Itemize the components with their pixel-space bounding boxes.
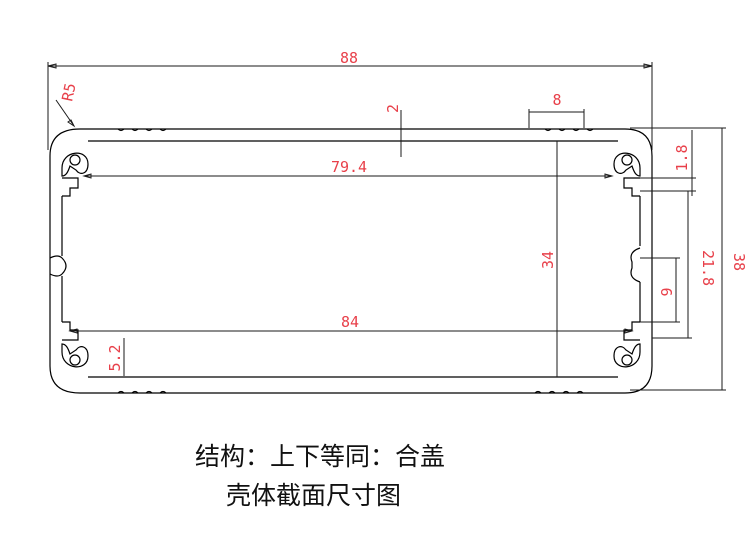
label-corner-radius: R5 xyxy=(58,81,79,102)
label-overall-width: 88 xyxy=(340,49,358,67)
dim-side-slot-span-line xyxy=(640,190,692,339)
top-grooves-left xyxy=(117,128,167,132)
left-lower-screw-boss xyxy=(61,343,89,368)
label-top-gap: 2 xyxy=(384,104,402,113)
dim-radius-leader xyxy=(55,99,75,127)
dim-slot-width-line xyxy=(528,109,585,128)
dim-side-center-span-line xyxy=(640,257,680,323)
bottom-grooves-right xyxy=(534,390,584,394)
left-lower-screw-hole xyxy=(69,354,81,366)
right-upper-screw-hole xyxy=(621,154,633,166)
dim-inner-lower-width-arrows xyxy=(68,328,634,334)
label-side-center-span: 9 xyxy=(658,287,676,296)
dimension-lines xyxy=(47,62,726,391)
left-upper-screw-hole xyxy=(69,154,81,166)
label-wall-thickness: 1.8 xyxy=(673,144,691,171)
outer-contour xyxy=(49,128,653,394)
caption-structure-note: 结构：上下等同：合盖 xyxy=(195,442,446,471)
label-inner-height: 34 xyxy=(539,251,557,269)
right-lower-screw-hole xyxy=(621,354,633,366)
dim-inner-upper-width-arrows xyxy=(82,173,614,179)
bottom-grooves-left xyxy=(117,390,167,394)
left-side-notch xyxy=(49,255,67,277)
label-side-slot-span: 21.8 xyxy=(699,250,717,286)
top-grooves-right xyxy=(544,128,594,132)
right-lower-screw-boss xyxy=(613,343,641,368)
dim-overall-width-arrows xyxy=(47,63,653,69)
dim-overall-height-line xyxy=(630,127,726,391)
left-upper-screw-boss xyxy=(61,152,89,177)
label-inner-lower-width: 84 xyxy=(341,313,359,331)
dimension-labels: 88 R5 2 8 1.8 79.4 34 21.8 38 9 84 5.2 xyxy=(58,49,748,372)
profile-outline xyxy=(49,128,653,394)
label-overall-height: 38 xyxy=(730,253,748,271)
right-upper-screw-boss xyxy=(613,152,641,177)
label-inner-upper-width: 79.4 xyxy=(331,158,367,176)
label-lower-slot-height: 5.2 xyxy=(106,344,124,371)
dim-overall-width-line xyxy=(47,62,653,150)
right-upper-rail xyxy=(623,177,640,197)
dim-radius-arrow xyxy=(67,119,76,128)
right-side-notch xyxy=(630,247,641,283)
left-upper-rail xyxy=(62,177,79,197)
caption-drawing-title: 壳体截面尺寸图 xyxy=(226,481,402,510)
label-slot-width: 8 xyxy=(552,91,561,109)
